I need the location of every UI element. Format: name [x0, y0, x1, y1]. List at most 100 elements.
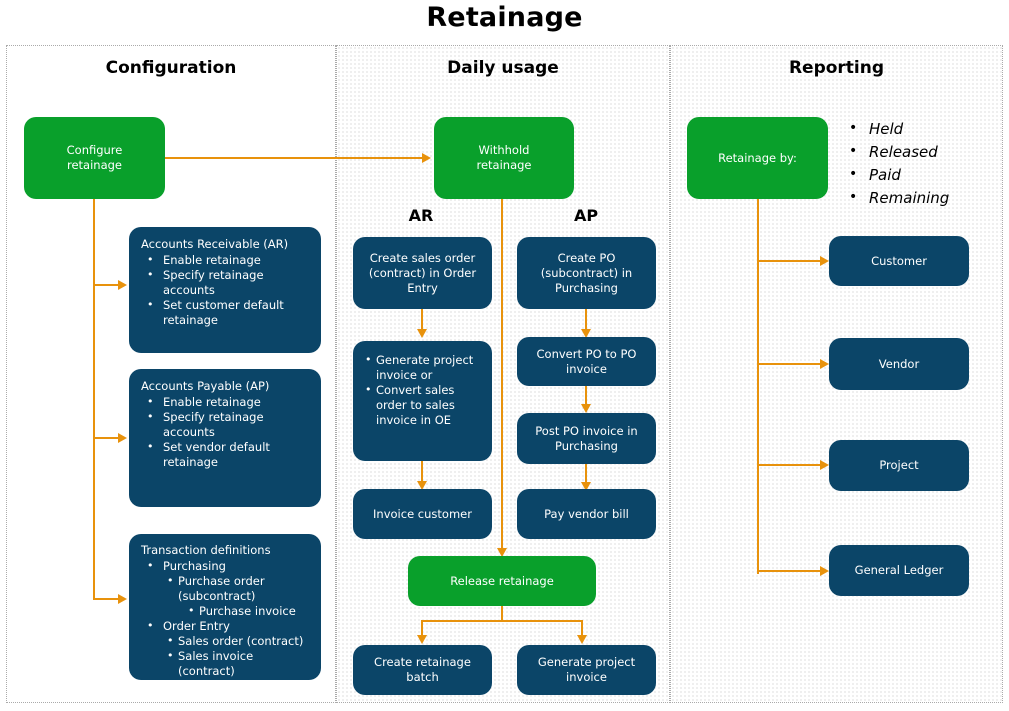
list-item: Set vendor default retainage [141, 439, 311, 470]
list-item: Generate project invoice or [365, 352, 482, 383]
node-configure-retainage[interactable]: Configure retainage [24, 117, 165, 199]
list-item: Purchasing Purchase order (subcontract) … [141, 558, 311, 619]
arrowhead-to-customer [820, 256, 829, 266]
arrowhead-to-vendor [820, 359, 829, 369]
connector-release-right [581, 620, 583, 638]
sub-header-ap: AP [573, 206, 599, 225]
node-ap-title: Accounts Payable (AP) [141, 379, 270, 393]
connector-release-stem [501, 606, 503, 621]
connector-reporting-trunk [757, 199, 759, 574]
list-item: Enable retainage [141, 394, 311, 410]
list-item: Sales order (contract) [167, 633, 311, 649]
node-report-project-label: Project [879, 458, 919, 472]
legend-item: Held [845, 117, 949, 141]
connector-to-general-ledger [757, 570, 822, 572]
node-withhold-retainage[interactable]: Withhold retainage [434, 117, 574, 199]
node-convert-po-to-po-invoice[interactable]: Convert PO to PO invoice [517, 337, 656, 386]
arrowhead-ar-1-2 [417, 329, 427, 338]
list-item: Enable retainage [141, 252, 311, 268]
arrowhead-config-to-withhold [422, 153, 431, 163]
list-item: Convert sales order to sales invoice in … [365, 382, 482, 428]
node-report-customer-label: Customer [871, 253, 927, 268]
node-release-retainage[interactable]: Release retainage [408, 556, 596, 606]
node-transaction-definitions[interactable]: Transaction definitions Purchasing Purch… [129, 534, 321, 680]
node-report-vendor-label: Vendor [878, 356, 920, 371]
arrowhead-withhold-to-release [497, 548, 507, 557]
list-item: Specify retainage accounts [141, 409, 311, 440]
node-generate-project-invoice[interactable]: Generate project invoice [517, 645, 656, 695]
node-release-retainage-label: Release retainage [450, 573, 554, 588]
node-create-po[interactable]: Create PO (subcontract) in Purchasing [517, 237, 656, 309]
node-generate-or-convert-invoice[interactable]: Generate project invoice or Convert sale… [353, 341, 492, 461]
list-item: Purchase invoice [188, 603, 311, 619]
node-retainage-by[interactable]: Retainage by: [687, 117, 828, 199]
connector-config-to-ap [93, 437, 120, 439]
node-post-po-invoice-label: Post PO invoice in Purchasing [535, 423, 638, 453]
panel-header-reporting: Reporting [788, 58, 885, 78]
node-invoice-customer[interactable]: Invoice customer [353, 489, 492, 539]
node-report-general-ledger[interactable]: General Ledger [829, 545, 969, 596]
txn-group-label: Order Entry [163, 619, 230, 633]
connector-ap-2-3 [585, 386, 587, 407]
node-create-retainage-batch[interactable]: Create retainage batch [353, 645, 492, 695]
arrowhead-config-to-ar [118, 280, 127, 290]
node-generate-or-convert-list: Generate project invoice or Convert sale… [365, 352, 482, 428]
node-ar-list: Enable retainage Specify retainage accou… [141, 252, 311, 328]
node-ar-title: Accounts Receivable (AR) [141, 237, 289, 251]
legend-item: Released [845, 140, 949, 164]
list-item: Sales invoice (contract) [167, 648, 311, 679]
node-create-sales-order[interactable]: Create sales order (contract) in Order E… [353, 237, 492, 309]
connector-config-to-withhold [165, 157, 424, 159]
arrowhead-config-to-txn [118, 594, 127, 604]
node-accounts-receivable[interactable]: Accounts Receivable (AR) Enable retainag… [129, 227, 321, 353]
node-report-project[interactable]: Project [829, 440, 969, 491]
arrowhead-ap-3-4 [581, 482, 591, 491]
connector-ar-2-3 [421, 461, 423, 485]
node-report-vendor[interactable]: Vendor [829, 338, 969, 390]
panel-header-configuration: Configuration [105, 58, 237, 78]
connector-ar-1-2 [421, 309, 423, 333]
node-pay-vendor-bill-label: Pay vendor bill [544, 506, 629, 521]
list-item: Order Entry Sales order (contract) Sales… [141, 618, 311, 679]
node-report-customer[interactable]: Customer [829, 236, 969, 286]
connector-release-bar [421, 620, 583, 622]
arrowhead-config-to-ap [118, 433, 127, 443]
connector-config-trunk [93, 199, 95, 599]
node-pay-vendor-bill[interactable]: Pay vendor bill [517, 489, 656, 539]
node-retainage-by-label: Retainage by: [718, 150, 797, 165]
legend-item: Remaining [845, 186, 949, 210]
arrowhead-ap-1-2 [581, 329, 591, 338]
arrowhead-ar-2-3 [417, 481, 427, 490]
node-generate-project-invoice-label: Generate project invoice [537, 655, 636, 684]
connector-release-left [421, 620, 423, 638]
node-ap-list: Enable retainage Specify retainage accou… [141, 394, 311, 470]
node-configure-retainage-label: Configure retainage [66, 143, 123, 172]
node-invoice-customer-label: Invoice customer [373, 506, 472, 521]
node-create-po-label: Create PO (subcontract) in Purchasing [540, 250, 633, 295]
node-report-general-ledger-label: General Ledger [854, 563, 944, 577]
node-withhold-retainage-label: Withhold retainage [476, 143, 532, 172]
connector-to-customer [757, 260, 822, 262]
reporting-legend: Held Released Paid Remaining [845, 117, 949, 210]
arrowhead-release-right [577, 635, 587, 644]
node-post-po-invoice[interactable]: Post PO invoice in Purchasing [517, 413, 656, 464]
list-item: Purchase order (subcontract) Purchase in… [167, 573, 311, 619]
node-accounts-payable[interactable]: Accounts Payable (AP) Enable retainage S… [129, 369, 321, 507]
arrowhead-ap-2-3 [581, 404, 591, 413]
txn-group-label: Purchasing [163, 559, 226, 573]
arrowhead-to-project [820, 460, 829, 470]
page-title: Retainage [426, 2, 583, 33]
node-create-sales-order-label: Create sales order (contract) in Order E… [368, 250, 477, 295]
node-txn-list: Purchasing Purchase order (subcontract) … [141, 558, 311, 679]
connector-withhold-to-release [501, 199, 503, 554]
list-item: Specify retainage accounts [141, 267, 311, 298]
node-convert-po-label: Convert PO to PO invoice [536, 346, 637, 376]
legend-item: Paid [845, 163, 949, 187]
connector-to-project [757, 464, 822, 466]
connector-config-to-txn [93, 598, 120, 600]
arrowhead-release-left [417, 635, 427, 644]
connector-to-vendor [757, 363, 822, 365]
node-txn-title: Transaction definitions [141, 543, 271, 557]
node-create-retainage-batch-label: Create retainage batch [374, 655, 471, 684]
